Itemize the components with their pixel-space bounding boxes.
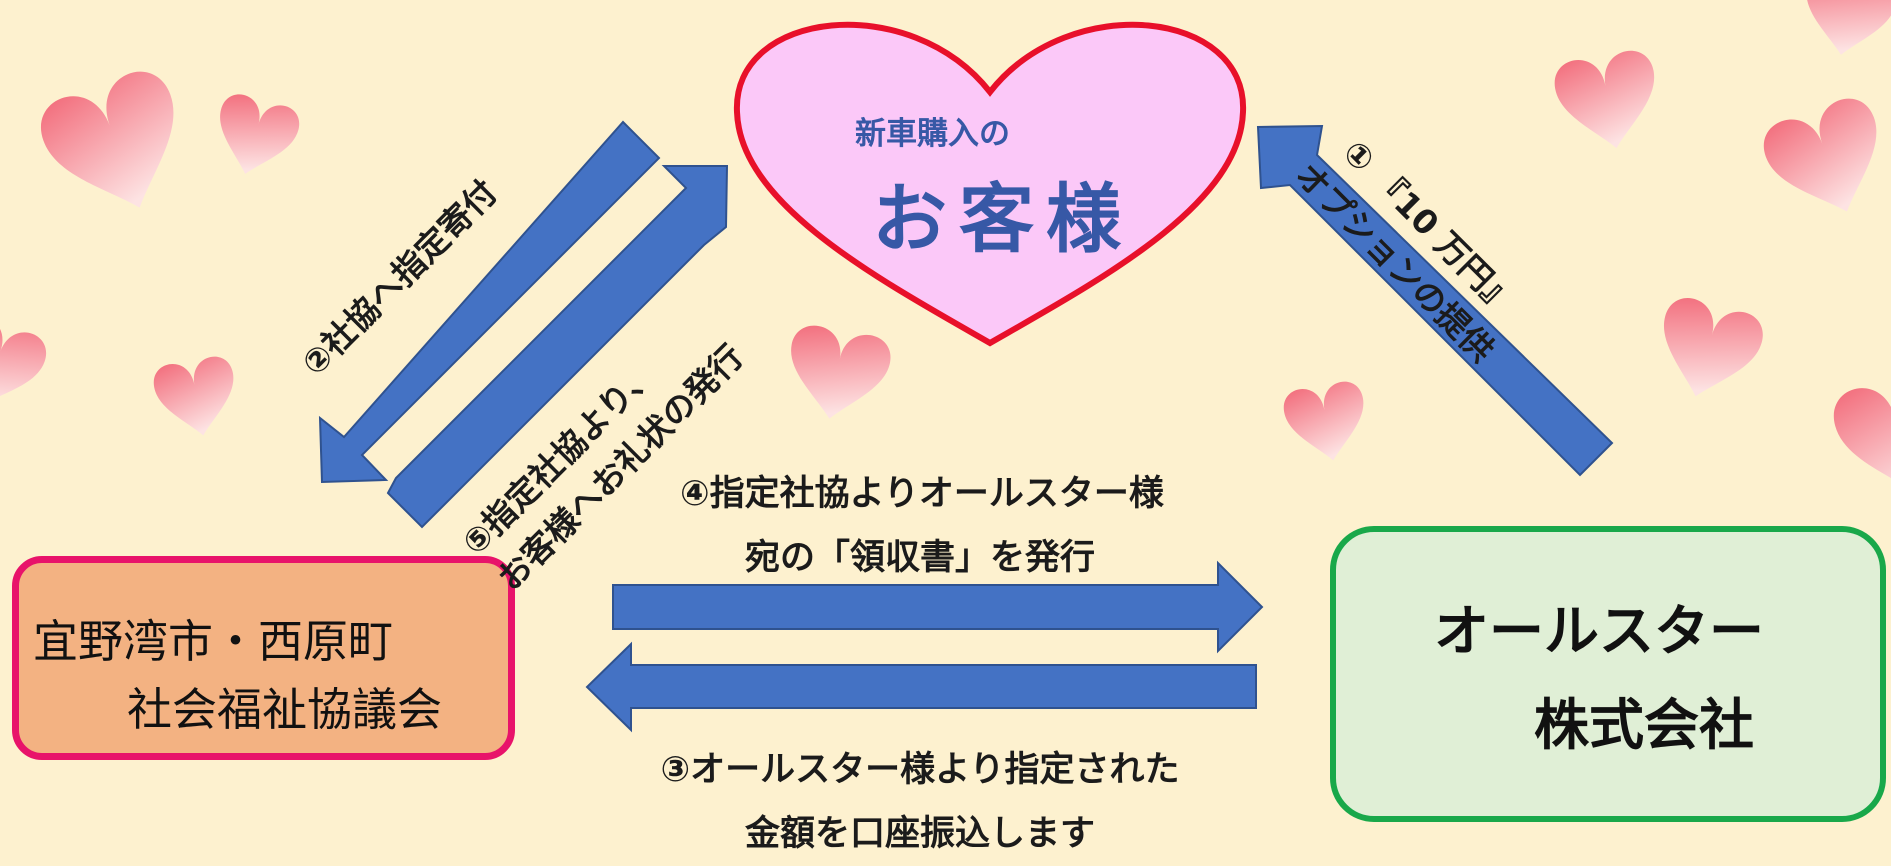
step4-line2: 宛の「領収書」を発行 (744, 538, 1095, 578)
deco-heart-icon (206, 90, 304, 185)
shakyo-name-line1: 宜野湾市・西原町 (33, 615, 394, 668)
arrow-step5 (386, 165, 729, 529)
deco-heart-icon (31, 62, 204, 231)
deco-heart-icon (0, 310, 53, 421)
step4-label: ④指定社協よりオールスター様 宛の「領収書」を発行 (680, 462, 1164, 590)
deco-heart-icon (150, 353, 243, 443)
shakyo-name-line2: 社会福祉協議会 (127, 683, 443, 736)
customer-title: お客様 (872, 175, 1134, 263)
deco-heart-icon (780, 322, 895, 428)
step3-line2: 金額を口座振込します (744, 814, 1095, 854)
deco-heart-icon (1647, 292, 1769, 410)
customer-heart (733, 21, 1247, 347)
allstar-box: オールスター 株式会社 (1330, 526, 1886, 822)
customer-subtitle: 新車購入の (855, 116, 1010, 152)
deco-heart-icon (1280, 378, 1373, 468)
allstar-name-line1: オールスター (1434, 599, 1765, 663)
step3-line1: ③オールスター様より指定された (660, 750, 1180, 790)
arrow-step2 (318, 120, 661, 484)
deco-heart-icon (1756, 91, 1891, 232)
deco-heart-icon (1550, 47, 1666, 157)
allstar-name-line2: 株式会社 (1534, 693, 1755, 757)
arrow-step1 (1256, 124, 1614, 477)
deco-heart-icon (1827, 365, 1891, 509)
deco-heart-icon (1796, 0, 1891, 63)
shakyo-box: 宜野湾市・西原町 社会福祉協議会 (12, 556, 515, 760)
arrow-step3 (585, 641, 1257, 733)
flow-diagram (0, 0, 1891, 733)
arrow-step4 (612, 560, 1264, 654)
step4-line1: ④指定社協よりオールスター様 (680, 474, 1164, 514)
